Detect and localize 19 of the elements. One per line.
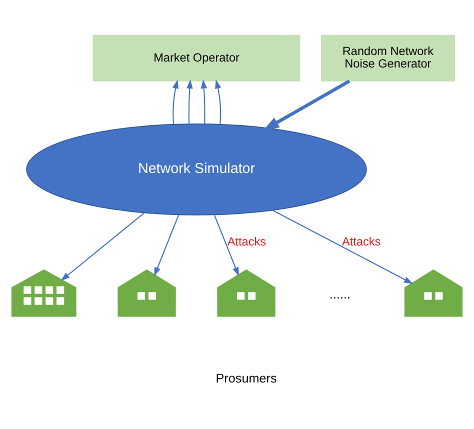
- label: ......: [329, 286, 350, 301]
- node-box: Market Operator: [92, 34, 300, 81]
- arrow: [172, 79, 179, 124]
- arrow: [215, 79, 222, 124]
- edge-label: Attacks: [342, 234, 381, 248]
- node-school: [11, 268, 76, 316]
- arrow: [186, 79, 193, 124]
- arrow: [60, 212, 145, 280]
- node-ellipse: Network Simulator: [26, 123, 367, 215]
- arrow: [214, 214, 239, 276]
- arrow: [154, 214, 180, 276]
- arrow: [272, 209, 413, 284]
- edge-label: Attacks: [227, 234, 266, 248]
- label: Prosumers: [216, 370, 277, 385]
- node-house: [118, 268, 176, 316]
- arrow: [263, 79, 350, 130]
- node-box: Random Network Noise Generator: [320, 34, 455, 81]
- arrow: [200, 79, 208, 124]
- node-house: [217, 268, 276, 316]
